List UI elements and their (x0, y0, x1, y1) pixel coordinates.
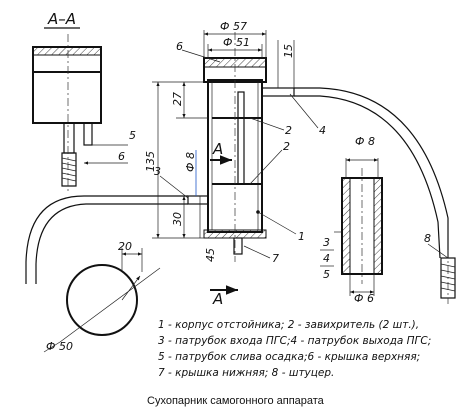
outlet-hose-inner (294, 95, 441, 259)
section-pipe-neck (63, 122, 75, 154)
inlet-hose-outer (25, 195, 188, 284)
callout-4: 4 (319, 124, 326, 137)
figure-caption: Сухопарник самогонного аппарата (147, 395, 325, 407)
leader-4 (289, 93, 319, 129)
leader-8 (427, 243, 449, 259)
callout-2a: 2 (285, 124, 292, 137)
dim-d50: Ф 50 (46, 340, 73, 353)
dim-d50-line (59, 267, 161, 343)
legend: 1 - корпус отстойника; 2 - завихритель (… (158, 319, 431, 379)
outlet-pipe-stub (261, 87, 295, 97)
cap-wall-left (341, 177, 351, 275)
section-drain-pipe (83, 122, 93, 146)
circle-radius-arrow (121, 275, 141, 301)
callout-1: 1 (298, 230, 305, 243)
section-mark-top: А (212, 140, 223, 158)
inlet-pipe-stub (187, 195, 209, 205)
leader-1 (257, 211, 297, 235)
dim-d50-leader (43, 341, 61, 353)
dim-d57: Ф 57 (220, 20, 247, 33)
section-thread-lines (61, 157, 77, 182)
legend-line-1: 1 - корпус отстойника; 2 - завихритель (… (158, 319, 419, 331)
legend-line-3: 5 - патрубок слива осадка;6 - крышка вер… (158, 351, 420, 363)
dim-d8-side: Ф 8 (184, 152, 197, 172)
leader-2a (249, 117, 285, 131)
dim-20: 20 (118, 240, 132, 253)
outlet-hose-outer (294, 87, 449, 258)
dim-3: 3 (323, 236, 330, 249)
leader-3 (159, 175, 189, 199)
leader-7 (243, 245, 271, 259)
outlet-hose (294, 87, 456, 304)
section-thread-fitting (61, 152, 77, 187)
section-a-a-view: А–А 5 6 (32, 10, 136, 192)
legend-line-2: 3 - патрубок входа ПГС;4 - патрубок выхо… (158, 335, 431, 347)
section-mark-bottom: А (212, 290, 223, 308)
dim-4: 4 (323, 252, 330, 265)
dim-15: 15 (282, 44, 295, 58)
section-top-cover (32, 46, 102, 56)
dim-6-left: 6 (118, 150, 125, 163)
callout-8: 8 (424, 232, 431, 245)
dim-45: 45 (204, 248, 217, 262)
callout-leaders: 6 2 2 1 7 4 3 8 (154, 40, 449, 265)
section-label: А–А (47, 10, 76, 28)
callout-6: 6 (176, 40, 183, 53)
leader-6 (181, 49, 221, 63)
cap-detail: Ф 8 Ф 6 3 4 5 (320, 135, 383, 305)
cap-wall-right (373, 177, 383, 275)
callout-3: 3 (154, 165, 161, 178)
inlet-hose-inner (35, 203, 188, 284)
dim-135: 135 (144, 151, 157, 172)
inlet-hose (25, 195, 188, 284)
internal-tube (237, 91, 245, 185)
callout-5: 5 (129, 129, 136, 142)
callout-2b: 2 (283, 140, 290, 153)
dim-d51: Ф 51 (223, 36, 250, 49)
circle-outline (66, 264, 138, 336)
vessel-dimensions: Ф 57 Ф 51 15 27 135 30 45 Ф 8 А А (144, 20, 295, 308)
callout-7: 7 (272, 252, 279, 265)
drain-nipple (233, 237, 243, 255)
legend-line-4: 7 - крышка нижняя; 8 - штуцер. (158, 367, 334, 379)
dim-30: 30 (171, 212, 184, 226)
section-body (32, 46, 102, 124)
dim-5-cap: 5 (323, 268, 330, 281)
dim-d6-cap: Ф 6 (354, 292, 374, 305)
circle-detail: 20 Ф 50 (43, 240, 161, 353)
dim-27: 27 (171, 92, 184, 106)
leader-2b (249, 149, 283, 185)
dim-d8-cap: Ф 8 (355, 135, 375, 148)
